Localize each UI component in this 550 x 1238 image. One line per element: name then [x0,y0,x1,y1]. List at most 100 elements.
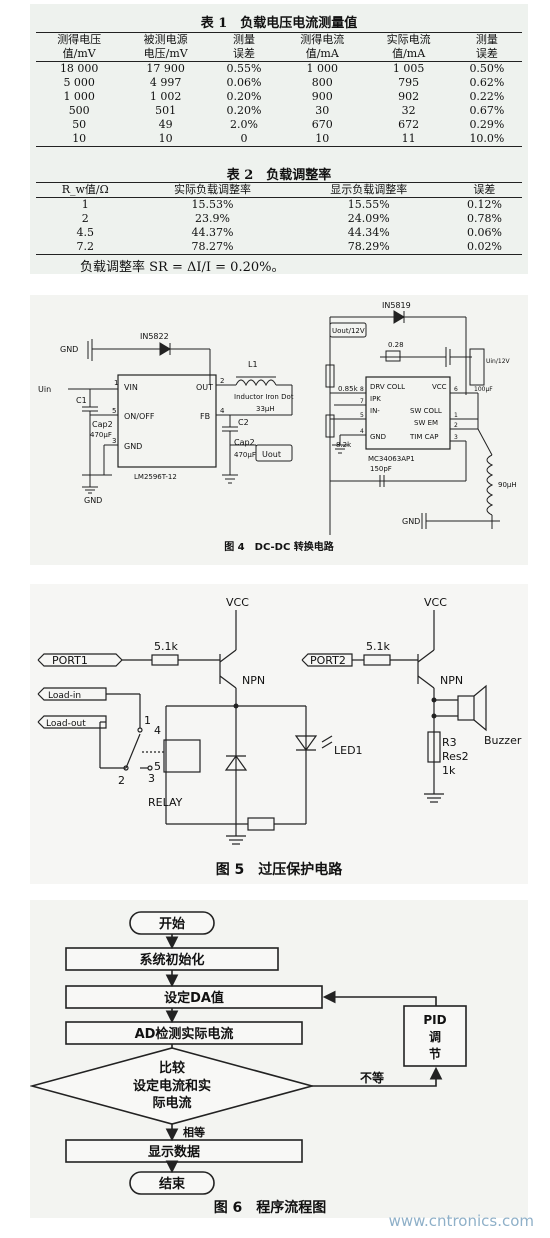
fig4-capval2-label: 470μF [234,451,256,459]
table1-cell: 49 [158,118,173,131]
fig4-pin5: 5 [112,407,116,415]
table1-cell: 672 [398,118,420,131]
flow-start-text: 开始 [159,916,185,932]
table1-cell: 0.50% [469,62,505,75]
table1-cell: 0.62% [469,76,505,89]
table2-cell: 24.09% [347,212,390,225]
table1-cell: 501 [155,104,177,117]
fig4-gnd3-label: GND [402,517,420,526]
fig4-c150-label: 150pF [370,465,392,473]
fig4-uout-label: Uout [262,450,281,459]
fig4-l90-label: 90μH [498,481,517,489]
flow-show-node [65,1139,303,1163]
table2-cell: 15.53% [191,198,234,211]
table1-cell: 902 [398,90,420,103]
fig5-buzzer: Buzzer [484,734,522,747]
flow-ne-label: 不等 [360,1070,384,1085]
table1-header-row: 测得电压被测电源测量测得电流实际电流测量 [36,32,522,47]
table2-cell: 15.55% [347,198,390,211]
fig4-vin-label: VIN [124,383,138,392]
flow-cmp-text1: 比较 [159,1060,185,1076]
fig5-loadout: Load-out [46,719,86,729]
fig5-n4: 4 [154,724,161,737]
fig4-out-label: OUT [196,383,213,392]
fig4-pin6: 6 [454,386,458,393]
table1-cell: 4 997 [149,76,182,89]
table2-cell: 7.2 [36,240,135,255]
fig5-n2: 2 [118,774,125,787]
table2-cell: 4.5 [76,226,94,239]
table1-header-cell: 误差 [208,47,280,62]
table1-cell: 18 000 [59,62,99,75]
fig4-pin5b: 5 [360,412,364,419]
flow-cmp-text2: 设定电流和实 [133,1078,211,1094]
table1-cell: 0.20% [226,90,262,103]
table1-header-cell: 测得电流 [279,32,366,47]
flow-setda-node [65,985,323,1009]
table2-cell: 44.37% [191,226,234,239]
table1-cell: 10 [122,132,209,147]
table1-cell: 1 005 [392,62,425,75]
fig4-uin-label: Uin [38,385,51,394]
fig6-caption: 图 6 程序流程图 [214,1199,327,1216]
flow-show-text: 显示数据 [148,1144,200,1160]
fig4-diode1-label: IN5822 [140,332,169,341]
fig4-swcoll-label: SW COLL [410,407,442,415]
table1-cell: 795 [398,76,420,89]
fig4-gnd2-label: GND [370,433,386,441]
fig5-n3: 3 [148,772,155,785]
table2-cell: 0.06% [466,226,502,239]
fig4-inductor-label: L1 [248,360,258,369]
fig4-pin8: 8 [360,386,364,393]
fig4-pin4b: 4 [360,428,364,435]
table2-cell: 23.9% [195,212,230,225]
fig5-loadin: Load-in [48,691,81,701]
fig4-diode2-label: IN5819 [382,301,411,310]
fig5-r3v: 1k [442,764,456,777]
table1-header-cell: 误差 [451,47,522,62]
flow-init-text: 系统初始化 [139,952,204,968]
table2-cell: 78.27% [134,240,291,255]
fig4-inductor-note: Inductor Iron Dot [234,393,294,401]
table2-header-cell: 误差 [446,182,522,198]
fig4-r028-label: 0.28 [388,341,404,349]
table2-header-cell: R_w值/Ω [36,182,135,198]
fig5-schematic: VCC VCC PORT1 PORT2 5.1k 5.1k NPN NPN Lo… [37,596,522,878]
fig4-pin7: 7 [360,398,364,405]
fig6-panel: 开始 系统初始化 设定DA值 AD检测实际电流 比较 设定电流和实 际电流 PI… [30,900,528,1218]
table2-cell: 2 [81,212,89,225]
fig4-panel: GND IN5822 Uin VIN OUT ON/OFF FB GND LM2… [30,295,528,565]
table2-cell: 0.12% [466,198,502,211]
fig4-ic2-label: MC34063AP1 [368,455,415,463]
table2-cell: 78.29% [290,240,447,255]
table1-cell: 1 000 [306,62,339,75]
table1-cell: 5 000 [63,76,95,89]
table1-cell: 30 [315,104,330,117]
fig5-panel: VCC VCC PORT1 PORT2 5.1k 5.1k NPN NPN Lo… [30,584,528,884]
table2-header-cell: 实际负载调整率 [134,182,291,198]
fig4-pin3: 3 [112,437,116,445]
table2-cell: 0.78% [466,212,502,225]
table1-cell: 0.67% [469,104,505,117]
fig4-caption: 图 4 DC-DC 转换电路 [224,540,335,553]
table1-cell: 10 [279,132,366,147]
fig4-ic1-label: LM2596T-12 [134,473,177,481]
fig4-swem-label: SW EM [414,419,438,427]
fig5-r3: R3 [442,736,457,749]
table1-caption: 表 1 负载电压电流测量值 [200,16,358,31]
flow-eq-label: 相等 [183,1125,205,1139]
flow-setda-text: 设定DA值 [164,990,224,1006]
table1-cell: 17 900 [146,62,185,75]
fig4-c1-label: C1 [76,396,87,405]
table1-header-cell: 测量 [208,32,280,47]
table1-header-cell: 值/mA [365,47,452,62]
flow-pid-text1: PID [423,1013,446,1027]
